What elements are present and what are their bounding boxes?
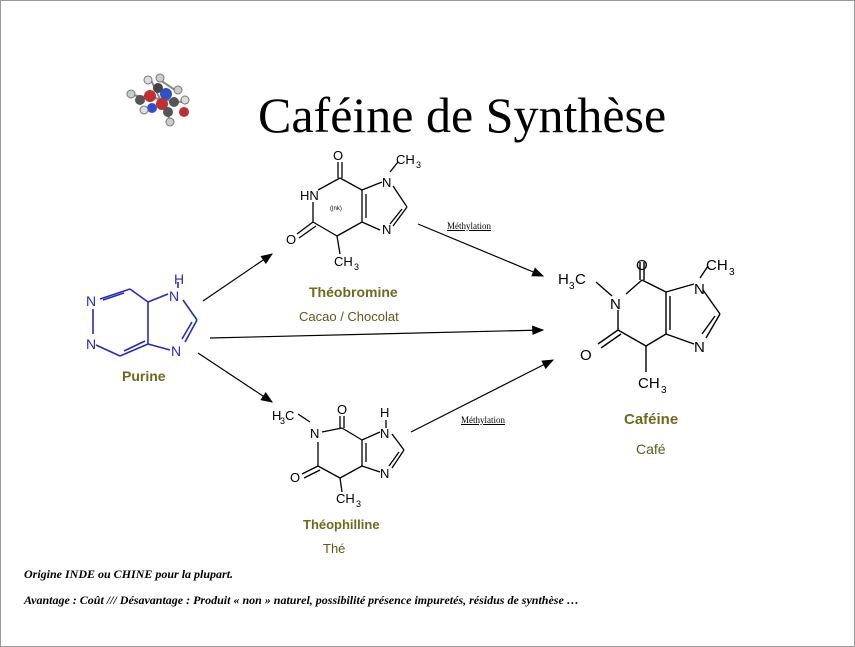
page-title: Caféine de Synthèse [258,87,667,143]
svg-text:N: N [380,426,389,441]
svg-text:3: 3 [416,160,421,170]
svg-text:N: N [610,296,621,313]
svg-text:3: 3 [729,267,735,278]
svg-text:N: N [382,175,391,190]
pros-cons-note: Avantage : Coût /// Désavantage : Produi… [24,593,579,607]
svg-text:N: N [86,293,96,309]
svg-text:H: H [174,271,184,287]
arrow-theobromine-to-cafeine [417,223,545,277]
svg-text:CH: CH [706,257,728,274]
cafeine-structure [595,262,721,372]
purine-label: Purine [122,368,166,384]
cafeine-label: Caféine [624,411,679,428]
theophilline-source: Thé [323,541,346,556]
svg-text:C: C [285,408,294,423]
svg-text:N: N [694,339,705,356]
svg-text:N: N [310,426,319,441]
svg-text:O: O [290,470,300,485]
svg-text:3: 3 [356,499,361,509]
theophilline-label: Théophilline [303,517,380,532]
svg-text:CH: CH [336,491,355,506]
svg-text:N: N [694,281,705,298]
svg-text:O: O [286,232,296,247]
svg-text:CH: CH [334,254,353,269]
svg-text:O: O [337,402,347,417]
svg-text:H: H [558,271,569,288]
svg-text:3: 3 [354,262,359,272]
svg-text:CH: CH [638,375,660,392]
svg-text:O: O [580,347,592,364]
arrow-purine-to-theobromine [202,253,273,302]
arrow-theophilline-to-cafeine [410,359,555,433]
theobromine-structure [296,161,408,255]
methylation-label-top: Méthylation [447,221,491,231]
svg-text:N: N [171,343,181,359]
theobromine-label: Théobromine [309,284,398,300]
cafeine-source: Café [636,441,666,457]
arrow-purine-to-theophilline [197,352,274,403]
methylation-label-bottom: Méthylation [461,415,505,425]
svg-text:N: N [380,466,389,481]
svg-text:O: O [333,148,343,163]
origin-note: Origine INDE ou CHINE pour la plupart. [24,567,234,581]
svg-text:H: H [380,405,389,420]
svg-text:N: N [382,222,391,237]
theobromine-source: Cacao / Chocolat [299,309,399,324]
svg-text:HN: HN [300,188,319,203]
purine-structure [92,282,198,357]
svg-text:3: 3 [569,281,575,292]
svg-text:3: 3 [661,385,667,396]
svg-text:O: O [636,257,648,274]
theophilline-structure [297,413,405,493]
arrow-purine-to-cafeine [209,325,545,339]
svg-text:N: N [86,336,96,352]
svg-text:C: C [575,271,586,288]
svg-text:N: N [169,288,179,304]
svg-text:3: 3 [280,416,285,426]
svg-text:(|nk): (|nk) [330,206,342,212]
svg-text:CH: CH [396,152,415,167]
svg-text:H: H [272,408,281,423]
